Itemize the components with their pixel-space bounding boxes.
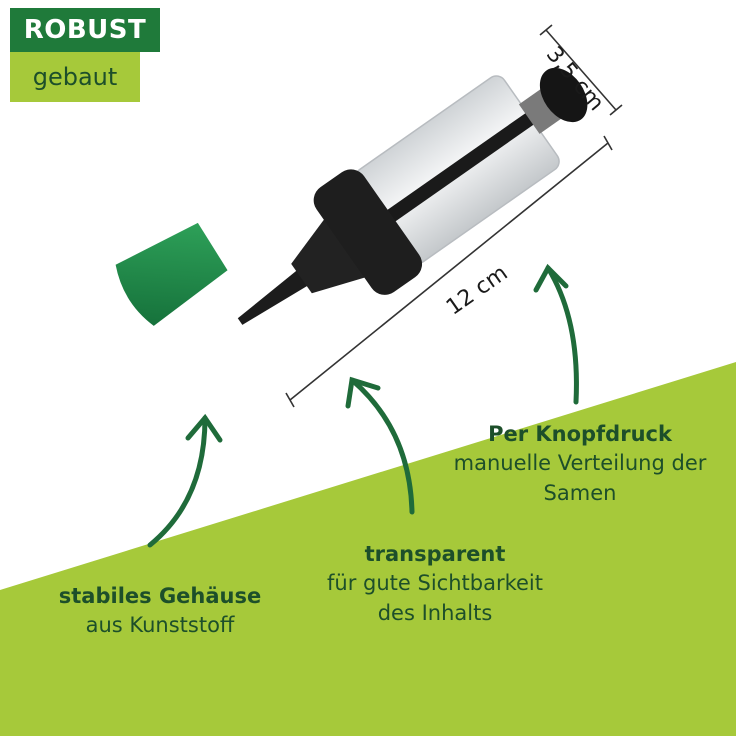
arrow-transparent <box>345 376 415 515</box>
feature-transparent: transparent für gute Sichtbarkeit des In… <box>300 540 570 628</box>
dispenser-tip <box>237 264 316 325</box>
feature-title: Per Knopfdruck <box>488 422 672 446</box>
feature-line: des Inhalts <box>377 601 493 625</box>
push-button <box>539 67 588 123</box>
green-cap <box>115 222 228 326</box>
badge-robust: ROBUST <box>10 8 160 52</box>
feature-line: aus Kunststoff <box>85 613 235 637</box>
feature-line: manuelle Verteilung der <box>453 451 707 475</box>
dimension-line-diameter <box>545 29 617 111</box>
badge-gebaut: gebaut <box>10 52 140 102</box>
dimension-line-length <box>289 142 609 401</box>
seed-dispenser <box>237 67 588 325</box>
arrow-housing <box>147 413 223 548</box>
arrow-button <box>533 263 579 405</box>
black-collar <box>313 169 423 295</box>
feature-button: Per Knopfdruck manuelle Verteilung der S… <box>425 420 735 508</box>
spring <box>518 87 565 134</box>
feature-housing: stabiles Gehäuse aus Kunststoff <box>40 582 280 640</box>
dispenser-nozzle <box>291 213 373 294</box>
feature-title: transparent <box>364 542 506 566</box>
inner-rod <box>363 112 535 239</box>
feature-title: stabiles Gehäuse <box>58 584 262 608</box>
green-background-field <box>0 362 736 736</box>
feature-line: Samen <box>543 481 617 505</box>
feature-line: für gute Sichtbarkeit <box>327 571 543 595</box>
